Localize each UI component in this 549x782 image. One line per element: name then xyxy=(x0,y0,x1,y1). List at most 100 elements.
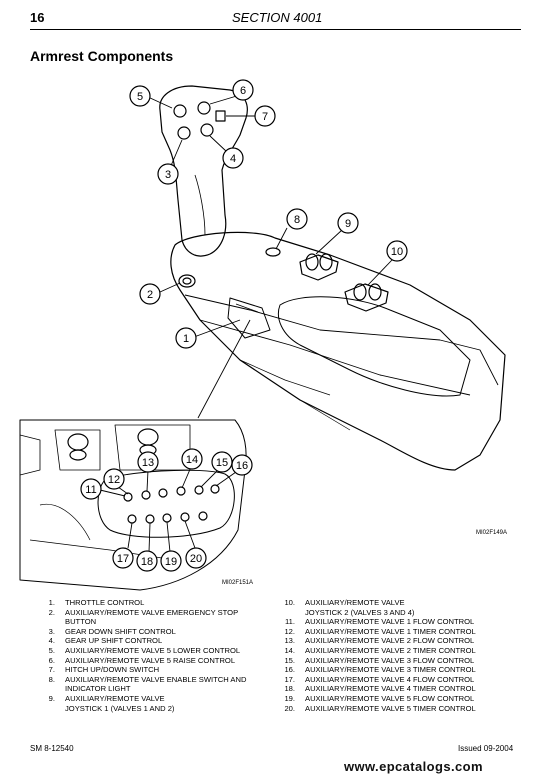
legend-item: 1.THROTTLE CONTROL xyxy=(40,598,280,608)
callout-20 xyxy=(185,547,207,569)
figure-code-inset: MI02F151A xyxy=(222,580,253,586)
callout-12-label: 12 xyxy=(108,474,120,486)
legend-item-text: AUXILIARY/REMOTE VALVE 3 TIMER CONTROL xyxy=(305,665,476,675)
callout-8 xyxy=(286,208,308,230)
legend-right: 10. AUXILIARY/REMOTE VALVE JOYSTICK 2 (VA… xyxy=(280,598,510,713)
callout-8-label: 8 xyxy=(294,214,300,226)
legend-item-text: AUXILIARY/REMOTE VALVE ENABLE SWITCH AND… xyxy=(65,674,247,694)
legend-item: 2. AUXILIARY/REMOTE VALVE EMERGENCY STOP … xyxy=(40,608,280,627)
legend-item-number: 10. xyxy=(284,598,295,607)
leader-lines xyxy=(99,94,393,553)
legend-item: 20. AUXILIARY/REMOTE VALVE 5 TIMER CONTRO… xyxy=(280,704,510,714)
callout-17-label: 17 xyxy=(117,553,129,565)
callout-18-label: 18 xyxy=(141,556,153,568)
callout-14-label: 14 xyxy=(186,454,198,466)
legend-item: 18. AUXILIARY/REMOTE VALVE 4 TIMER CONTRO… xyxy=(280,684,510,694)
figure-code-main: MI02F149A xyxy=(476,530,507,536)
emergency-stop-button xyxy=(178,274,196,288)
header-rule xyxy=(30,29,521,30)
legend-item-number: 5. xyxy=(48,645,55,655)
legend-item-text: AUXILIARY/REMOTE VALVE 1 TIMER CONTROL xyxy=(305,626,476,636)
legend-item-text: AUXILIARY/REMOTE VALVE EMERGENCY STOP BU… xyxy=(65,607,239,627)
legend-item-number: 18. xyxy=(284,684,295,694)
callout-5 xyxy=(129,85,151,107)
callout-7 xyxy=(254,105,276,127)
valve-5-lower-button xyxy=(173,104,187,118)
valve-joystick-2 xyxy=(344,283,389,312)
watermark: www.epcatalogs.com xyxy=(344,759,483,774)
footer-issue-date: Issued 09-2004 xyxy=(458,744,514,753)
legend-item-number: 2. xyxy=(48,607,55,617)
page-number: 16 xyxy=(30,10,45,25)
legend-item: 14.AUXILIARY/REMOTE VALVE 2 TIMER CONTRO… xyxy=(280,646,510,656)
legend-item-number: 12. xyxy=(284,626,295,636)
legend-item-number: 13. xyxy=(284,636,295,646)
callout-7-label: 7 xyxy=(262,111,268,123)
callout-19-label: 19 xyxy=(165,556,177,568)
legend-item-number: 3. xyxy=(48,626,55,636)
legend-item: 6.AUXILIARY/REMOTE VALVE 5 RAISE CONTROL xyxy=(40,656,280,666)
legend-item-text: AUXILIARY/REMOTE VALVE JOYSTICK 2 (VALVE… xyxy=(305,598,415,617)
legend-item: 10. AUXILIARY/REMOTE VALVE JOYSTICK 2 (VA… xyxy=(280,598,510,617)
callout-3 xyxy=(157,163,179,185)
callout-5-label: 5 xyxy=(137,91,143,103)
timer-flow-panel-inset xyxy=(19,419,247,591)
legend-item-text: AUXILIARY/REMOTE VALVE 4 TIMER CONTROL xyxy=(305,684,476,694)
legend-item-text: AUXILIARY/REMOTE VALVE 5 RAISE CONTROL xyxy=(65,655,236,665)
legend-item: 9. AUXILIARY/REMOTE VALVE JOYSTICK 1 (VAL… xyxy=(40,694,280,713)
legend-item: 8.AUXILIARY/REMOTE VALVE ENABLE SWITCH A… xyxy=(40,675,280,694)
legend-item-number: 19. xyxy=(284,693,295,703)
legend-item: 12. AUXILIARY/REMOTE VALVE 1 TIMER CONTRO… xyxy=(280,627,510,637)
legend-item-text: AUXILIARY/REMOTE VALVE 5 TIMER CONTROL xyxy=(305,703,476,713)
legend-item-text: AUXILIARY/REMOTE VALVE 2 FLOW CONTROL xyxy=(305,636,475,646)
legend-item-number: 7. xyxy=(48,665,55,675)
legend-item-number: 9. xyxy=(48,693,55,703)
legend-item-number: 14. xyxy=(284,645,295,655)
legend-item: 11.AUXILIARY/REMOTE VALVE 1 FLOW CONTROL xyxy=(280,617,510,627)
main-joystick xyxy=(159,85,248,257)
callout-10-label: 10 xyxy=(391,246,403,258)
legend-item-number: 15. xyxy=(284,655,295,665)
legend-item-number: 1. xyxy=(48,598,55,607)
callout-4 xyxy=(222,147,244,169)
legend-item: 19.AUXILIARY/REMOTE VALVE 5 FLOW CONTROL xyxy=(280,694,510,704)
callout-3-label: 3 xyxy=(165,169,171,181)
armrest-pad xyxy=(277,296,471,397)
legend-item: 3.GEAR DOWN SHIFT CONTROL xyxy=(40,627,280,637)
callout-13 xyxy=(137,451,159,473)
callout-1-label: 1 xyxy=(183,333,189,345)
callout-11-label: 11 xyxy=(85,484,96,496)
legend-item-text: HITCH UP/DOWN SWITCH xyxy=(65,665,160,675)
throttle-control xyxy=(227,297,271,339)
legend-item-text: GEAR UP SHIFT CONTROL xyxy=(65,636,163,646)
callout-18 xyxy=(136,550,158,572)
legend-item-text: AUXILIARY/REMOTE VALVE 5 LOWER CONTROL xyxy=(65,645,241,655)
gear-up-button xyxy=(200,123,214,137)
legend-item-number: 20. xyxy=(284,703,295,713)
callout-circles xyxy=(80,79,408,572)
legend-item-number: 4. xyxy=(48,636,55,646)
legend-item-text: AUXILIARY/REMOTE VALVE 3 FLOW CONTROL xyxy=(305,655,475,665)
armrest-body xyxy=(170,231,506,471)
legend-item: 15. AUXILIARY/REMOTE VALVE 3 FLOW CONTROL xyxy=(280,656,510,666)
page-title: Armrest Components xyxy=(30,48,174,64)
callout-16 xyxy=(231,454,253,476)
legend-item-number: 16. xyxy=(284,665,295,675)
legend-item: 17.AUXILIARY/REMOTE VALVE 4 FLOW CONTROL xyxy=(280,675,510,685)
callout-6 xyxy=(232,79,254,101)
legend-item: 4. GEAR UP SHIFT CONTROL xyxy=(40,636,280,646)
callout-13-label: 13 xyxy=(142,457,154,469)
callout-15-label: 15 xyxy=(216,457,228,469)
valve-joystick-1 xyxy=(299,253,339,281)
legend-item: 16. AUXILIARY/REMOTE VALVE 3 TIMER CONTRO… xyxy=(280,665,510,675)
legend-item-text: AUXILIARY/REMOTE VALVE JOYSTICK 1 (VALVE… xyxy=(65,693,175,713)
legend-item: 13. AUXILIARY/REMOTE VALVE 2 FLOW CONTROL xyxy=(280,636,510,646)
callout-12 xyxy=(103,468,125,490)
enable-switch xyxy=(265,247,281,257)
valve-5-raise-button xyxy=(197,101,211,115)
legend-item: 5. AUXILIARY/REMOTE VALVE 5 LOWER CONTROL xyxy=(40,646,280,656)
callout-9 xyxy=(337,212,359,234)
callout-17 xyxy=(112,547,134,569)
hitch-switch xyxy=(215,110,226,122)
